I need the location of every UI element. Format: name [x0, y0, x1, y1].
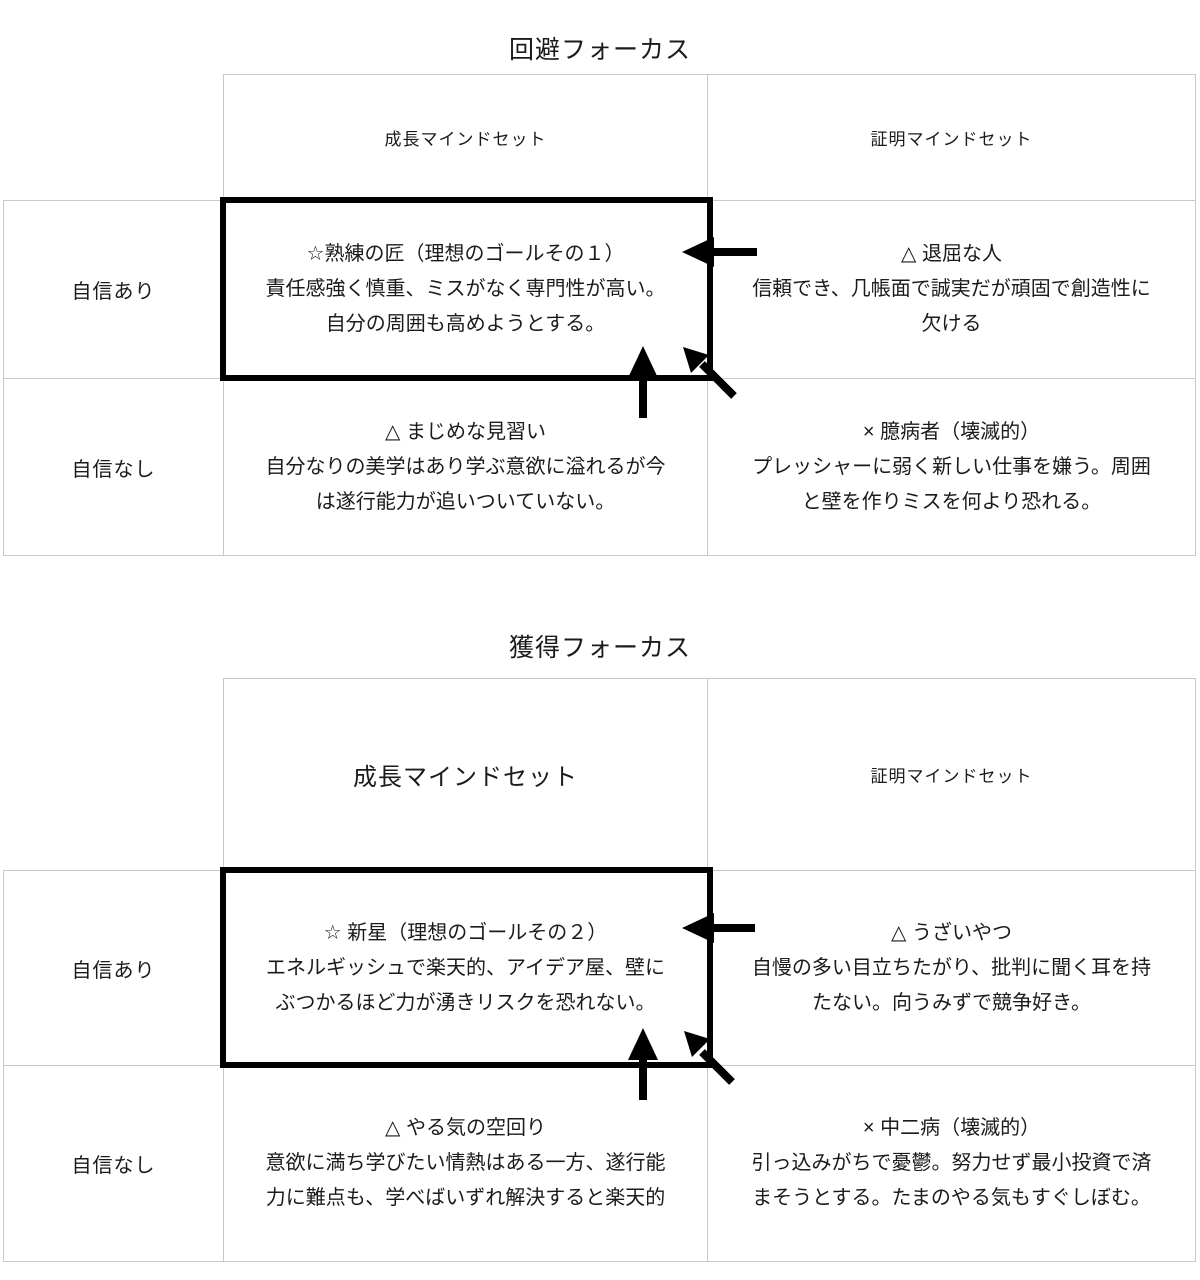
- table2-cell-prove-confident-text: △ うざいやつ 自慢の多い目立ちたがり、批判に聞く耳を持 たない。向うみずで競争…: [751, 921, 1152, 1014]
- table1-row-header-confident: 自信あり: [3, 200, 223, 378]
- table2-cell-growth-not-confident-text: △ やる気の空回り 意欲に満ち学びたい情熱はある一方、遂行能 力に難点も、学べば…: [265, 1117, 666, 1209]
- table2-cell-growth-confident: ☆ 新星（理想のゴールその２） エネルギッシュで楽天的、アイデア屋、壁に ぶつか…: [223, 870, 707, 1065]
- table1-cell-growth-not-confident-text: △ まじめな見習い 自分なりの美学はあり学ぶ意欲に溢れるが今 は遂行能力が追いつ…: [265, 420, 666, 513]
- table1-row-header-not-confident: 自信なし: [3, 378, 223, 556]
- table2-cell-prove-not-confident: × 中二病（壊滅的） 引っ込みがちで憂鬱。努力せず最小投資で済 まそうとする。た…: [707, 1065, 1196, 1262]
- table1-cell-prove-confident: △ 退屈な人 信頼でき、几帳面で誠実だが頑固で創造性に 欠ける: [707, 200, 1196, 378]
- table2-row-header-not-confident: 自信なし: [3, 1065, 223, 1262]
- table2-cell-growth-confident-text: ☆ 新星（理想のゴールその２） エネルギッシュで楽天的、アイデア屋、壁に ぶつか…: [266, 921, 665, 1014]
- table2-col-header-prove: 証明マインドセット: [707, 678, 1196, 870]
- table2-title: 獲得フォーカス: [508, 634, 691, 662]
- table1-cell-growth-confident-text: ☆熟練の匠（理想のゴールその１） 責任感強く慎重、ミスがなく専門性が高い。 自分…: [265, 243, 666, 335]
- table1-title: 回避フォーカス: [508, 36, 691, 64]
- table1-cell-prove-confident-text: △ 退屈な人 信頼でき、几帳面で誠実だが頑固で創造性に 欠ける: [752, 243, 1151, 335]
- table1-cell-prove-not-confident-text: × 臆病者（壊滅的） プレッシャーに弱く新しい仕事を嫌う。周囲 と壁を作りミスを…: [752, 420, 1151, 513]
- table1-col-header-prove: 証明マインドセット: [707, 74, 1196, 200]
- table1-cell-growth-not-confident: △ まじめな見習い 自分なりの美学はあり学ぶ意欲に溢れるが今 は遂行能力が追いつ…: [223, 378, 707, 556]
- table2-cell-prove-not-confident-text: × 中二病（壊滅的） 引っ込みがちで憂鬱。努力せず最小投資で済 まそうとする。た…: [751, 1117, 1152, 1209]
- table1-col-header-growth: 成長マインドセット: [223, 74, 707, 200]
- table2-cell-growth-not-confident: △ やる気の空回り 意欲に満ち学びたい情熱はある一方、遂行能 力に難点も、学べば…: [223, 1065, 707, 1262]
- table2-row-header-confident: 自信あり: [3, 870, 223, 1065]
- table2-cell-prove-confident: △ うざいやつ 自慢の多い目立ちたがり、批判に聞く耳を持 たない。向うみずで競争…: [707, 870, 1196, 1065]
- table1-cell-growth-confident: ☆熟練の匠（理想のゴールその１） 責任感強く慎重、ミスがなく専門性が高い。 自分…: [223, 200, 707, 378]
- table1-cell-prove-not-confident: × 臆病者（壊滅的） プレッシャーに弱く新しい仕事を嫌う。周囲 と壁を作りミスを…: [707, 378, 1196, 556]
- table2-col-header-growth: 成長マインドセット: [223, 678, 707, 870]
